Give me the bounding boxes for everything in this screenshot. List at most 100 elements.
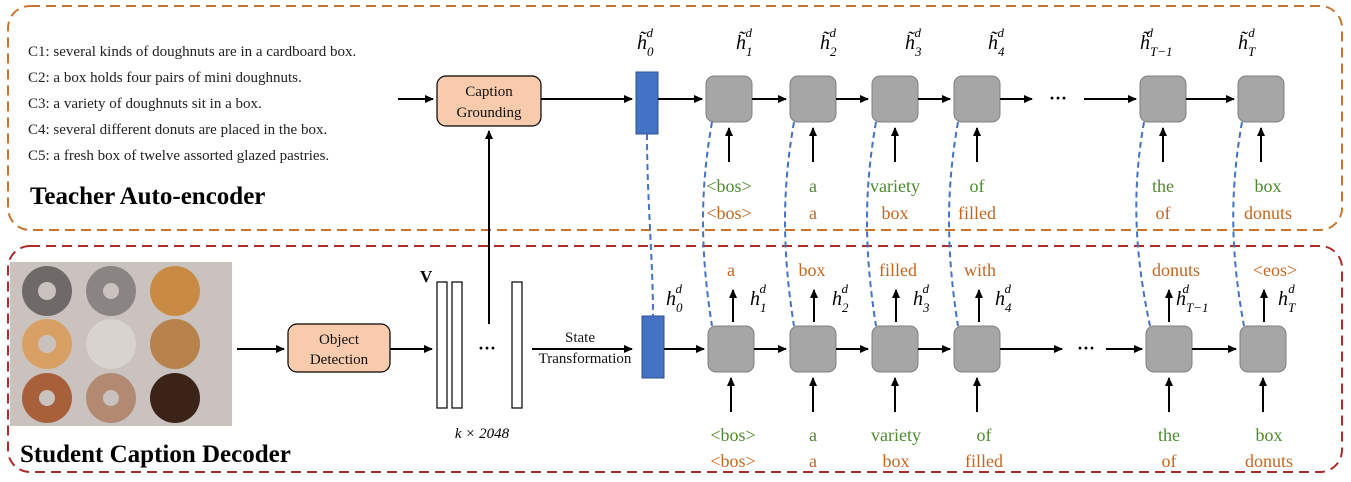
caption-line: C5: a fresh box of twelve assorted glaze… xyxy=(28,148,329,164)
student-lstm-cell xyxy=(707,325,755,373)
caption-line: C1: several kinds of doughnuts are in a … xyxy=(28,44,356,60)
input-token: the xyxy=(1152,176,1174,196)
input-token: box xyxy=(1255,176,1282,196)
object-detection-label: Detection xyxy=(310,352,369,368)
output-token: a xyxy=(727,260,735,280)
caption-grounding-label: Grounding xyxy=(457,105,522,121)
hidden-state-label: h0d xyxy=(666,281,683,315)
student-input-arrows xyxy=(727,377,1267,412)
hidden-state-label: h1d xyxy=(750,281,767,315)
input-token: box xyxy=(882,203,909,223)
student-decoder-chain: ··· xyxy=(664,325,1287,373)
input-token: of xyxy=(977,425,992,445)
caption-line: C2: a box holds four pairs of mini dough… xyxy=(28,70,302,86)
hidden-state-label: h̃Td xyxy=(1238,25,1256,59)
teacher-caption-list: C1: several kinds of doughnuts are in a … xyxy=(28,44,356,164)
state-link xyxy=(1232,121,1245,327)
input-token: filled xyxy=(965,451,1003,471)
teacher-decoder-chain: ··· xyxy=(658,75,1285,123)
output-token: <eos> xyxy=(1253,260,1297,280)
input-token: a xyxy=(809,203,817,223)
object-detection-label: Object xyxy=(319,332,360,348)
input-token: the xyxy=(1158,425,1180,445)
hidden-state-label: h̃3d xyxy=(905,25,922,59)
input-token: of xyxy=(970,176,985,196)
student-input-tokens: <bos> a variety of the box <bos> a box f… xyxy=(710,425,1293,471)
input-token: donuts xyxy=(1245,451,1293,471)
teacher-input-tokens: <bos> a variety of the box <bos> a box f… xyxy=(706,176,1292,223)
student-hidden-labels: h0d h1d h2d h3d h4d hT−1d hTd xyxy=(666,281,1296,315)
output-token: filled xyxy=(879,260,917,280)
input-token: box xyxy=(883,451,910,471)
input-token: a xyxy=(809,425,817,445)
teacher-initial-state xyxy=(635,71,659,135)
student-lstm-cell xyxy=(1239,325,1287,373)
state-link xyxy=(1135,121,1151,327)
feature-dimension-label: k × 2048 xyxy=(455,426,510,442)
hidden-state-label: h̃4d xyxy=(988,25,1005,59)
state-transformation-label: Transformation xyxy=(539,351,632,367)
ellipsis: ··· xyxy=(1077,338,1095,358)
state-transformation-label: State xyxy=(565,330,595,346)
student-lstm-cell xyxy=(789,325,837,373)
output-token: with xyxy=(964,260,996,280)
donut-photo xyxy=(10,262,232,426)
state-link xyxy=(702,121,713,327)
state-link xyxy=(784,121,795,327)
teacher-title: Teacher Auto-encoder xyxy=(30,183,265,210)
hidden-state-label: hTd xyxy=(1278,281,1296,315)
hidden-state-label: hT−1d xyxy=(1176,281,1209,315)
teacher-section-border xyxy=(7,5,1343,231)
input-token: variety xyxy=(871,425,921,445)
hidden-state-label: h̃T−1d xyxy=(1140,25,1173,59)
hidden-state-label: h3d xyxy=(913,281,930,315)
input-token: donuts xyxy=(1244,203,1292,223)
input-token: <bos> xyxy=(710,451,755,471)
input-token: a xyxy=(809,176,817,196)
input-token: of xyxy=(1156,203,1171,223)
feature-set-label: V xyxy=(420,267,433,286)
student-lstm-cell xyxy=(953,325,1001,373)
output-token: donuts xyxy=(1152,260,1200,280)
teacher-lstm-cell xyxy=(1237,75,1285,123)
hidden-state-label: h̃1d xyxy=(736,25,753,59)
student-section-border xyxy=(7,245,1343,473)
teacher-lstm-cell xyxy=(871,75,919,123)
teacher-lstm-cell xyxy=(705,75,753,123)
input-token: of xyxy=(1162,451,1177,471)
caption-grounding-box xyxy=(436,75,542,127)
student-lstm-cell xyxy=(1145,325,1193,373)
teacher-lstm-cell xyxy=(789,75,837,123)
teacher-input-arrows xyxy=(725,127,1265,162)
feature-ellipsis: ··· xyxy=(478,338,496,358)
teacher-lstm-cell xyxy=(953,75,1001,123)
student-output-arrows xyxy=(729,289,1268,322)
hidden-state-label: h4d xyxy=(995,281,1012,315)
ellipsis: ··· xyxy=(1049,88,1067,108)
caption-line: C4: several different donuts are placed … xyxy=(28,122,327,138)
state-link xyxy=(646,133,654,317)
output-token: box xyxy=(799,260,826,280)
caption-line: C3: a variety of doughnuts sit in a box. xyxy=(28,96,262,112)
distillation-links xyxy=(646,121,1245,327)
teacher-hidden-labels: h̃0d h̃1d h̃2d h̃3d h̃4d h̃T−1d h̃Td xyxy=(637,25,1256,59)
input-token: <bos> xyxy=(710,425,755,445)
teacher-lstm-cell xyxy=(1139,75,1187,123)
input-token: <bos> xyxy=(706,203,751,223)
input-token: filled xyxy=(958,203,996,223)
student-title: Student Caption Decoder xyxy=(20,441,291,468)
hidden-state-label: h̃2d xyxy=(820,25,837,59)
state-link xyxy=(948,121,959,327)
student-output-tokens: a box filled with donuts <eos> xyxy=(727,260,1297,280)
student-initial-state xyxy=(641,315,665,379)
caption-grounding-label: Caption xyxy=(465,84,513,100)
state-link xyxy=(866,121,877,327)
feature-vectors xyxy=(436,281,523,409)
hidden-state-label: h2d xyxy=(832,281,849,315)
input-token: box xyxy=(1256,425,1283,445)
hidden-state-label: h̃0d xyxy=(637,25,654,59)
input-token: variety xyxy=(870,176,920,196)
input-token: a xyxy=(809,451,817,471)
student-lstm-cell xyxy=(871,325,919,373)
